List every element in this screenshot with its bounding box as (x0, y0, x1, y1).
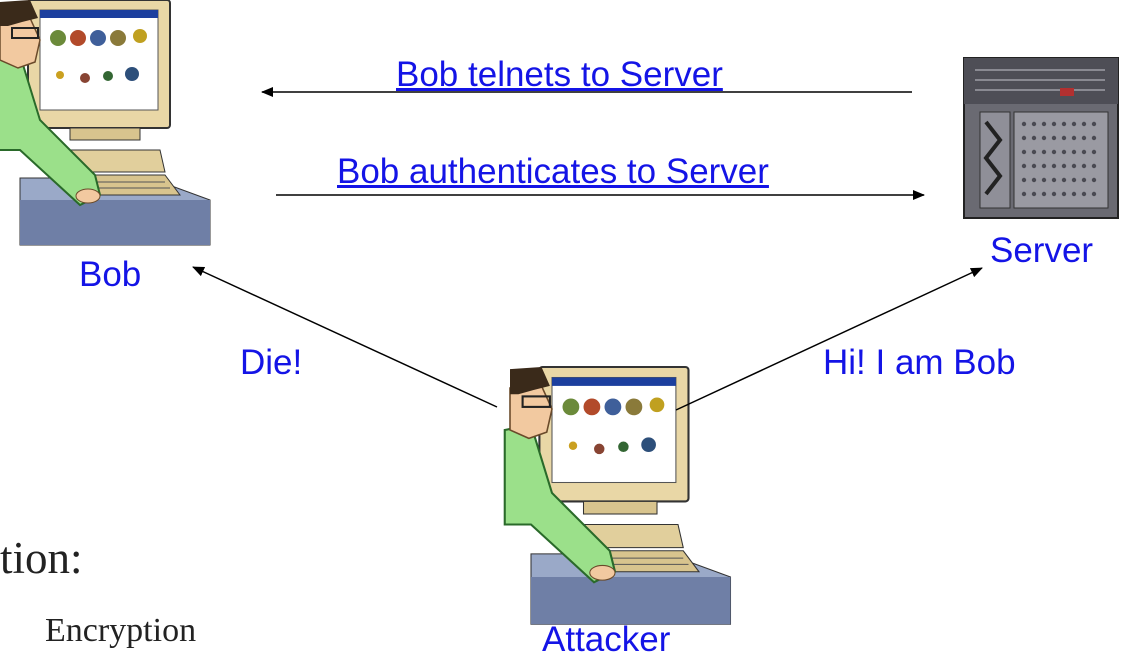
bob-label: Bob (79, 255, 142, 294)
attacker-label: Attacker (542, 620, 671, 659)
message-telnet-label: Bob telnets to Server (396, 55, 723, 94)
arrow-impersonate (675, 267, 983, 411)
message-attack-label: Die! (240, 343, 303, 382)
message-impersonate-label: Hi! I am Bob (823, 343, 1016, 382)
attacker-computer-illustration (503, 365, 732, 626)
bullet-text-fragment: tion: (0, 533, 83, 583)
server-label: Server (990, 231, 1094, 270)
sub-bullet-text-fragment: Encryption (45, 612, 197, 649)
server-illustration (963, 57, 1119, 219)
message-authenticate-label: Bob authenticates to Server (337, 152, 769, 191)
bob-computer-illustration (0, 0, 211, 246)
arrow-attack-bob (192, 266, 498, 408)
